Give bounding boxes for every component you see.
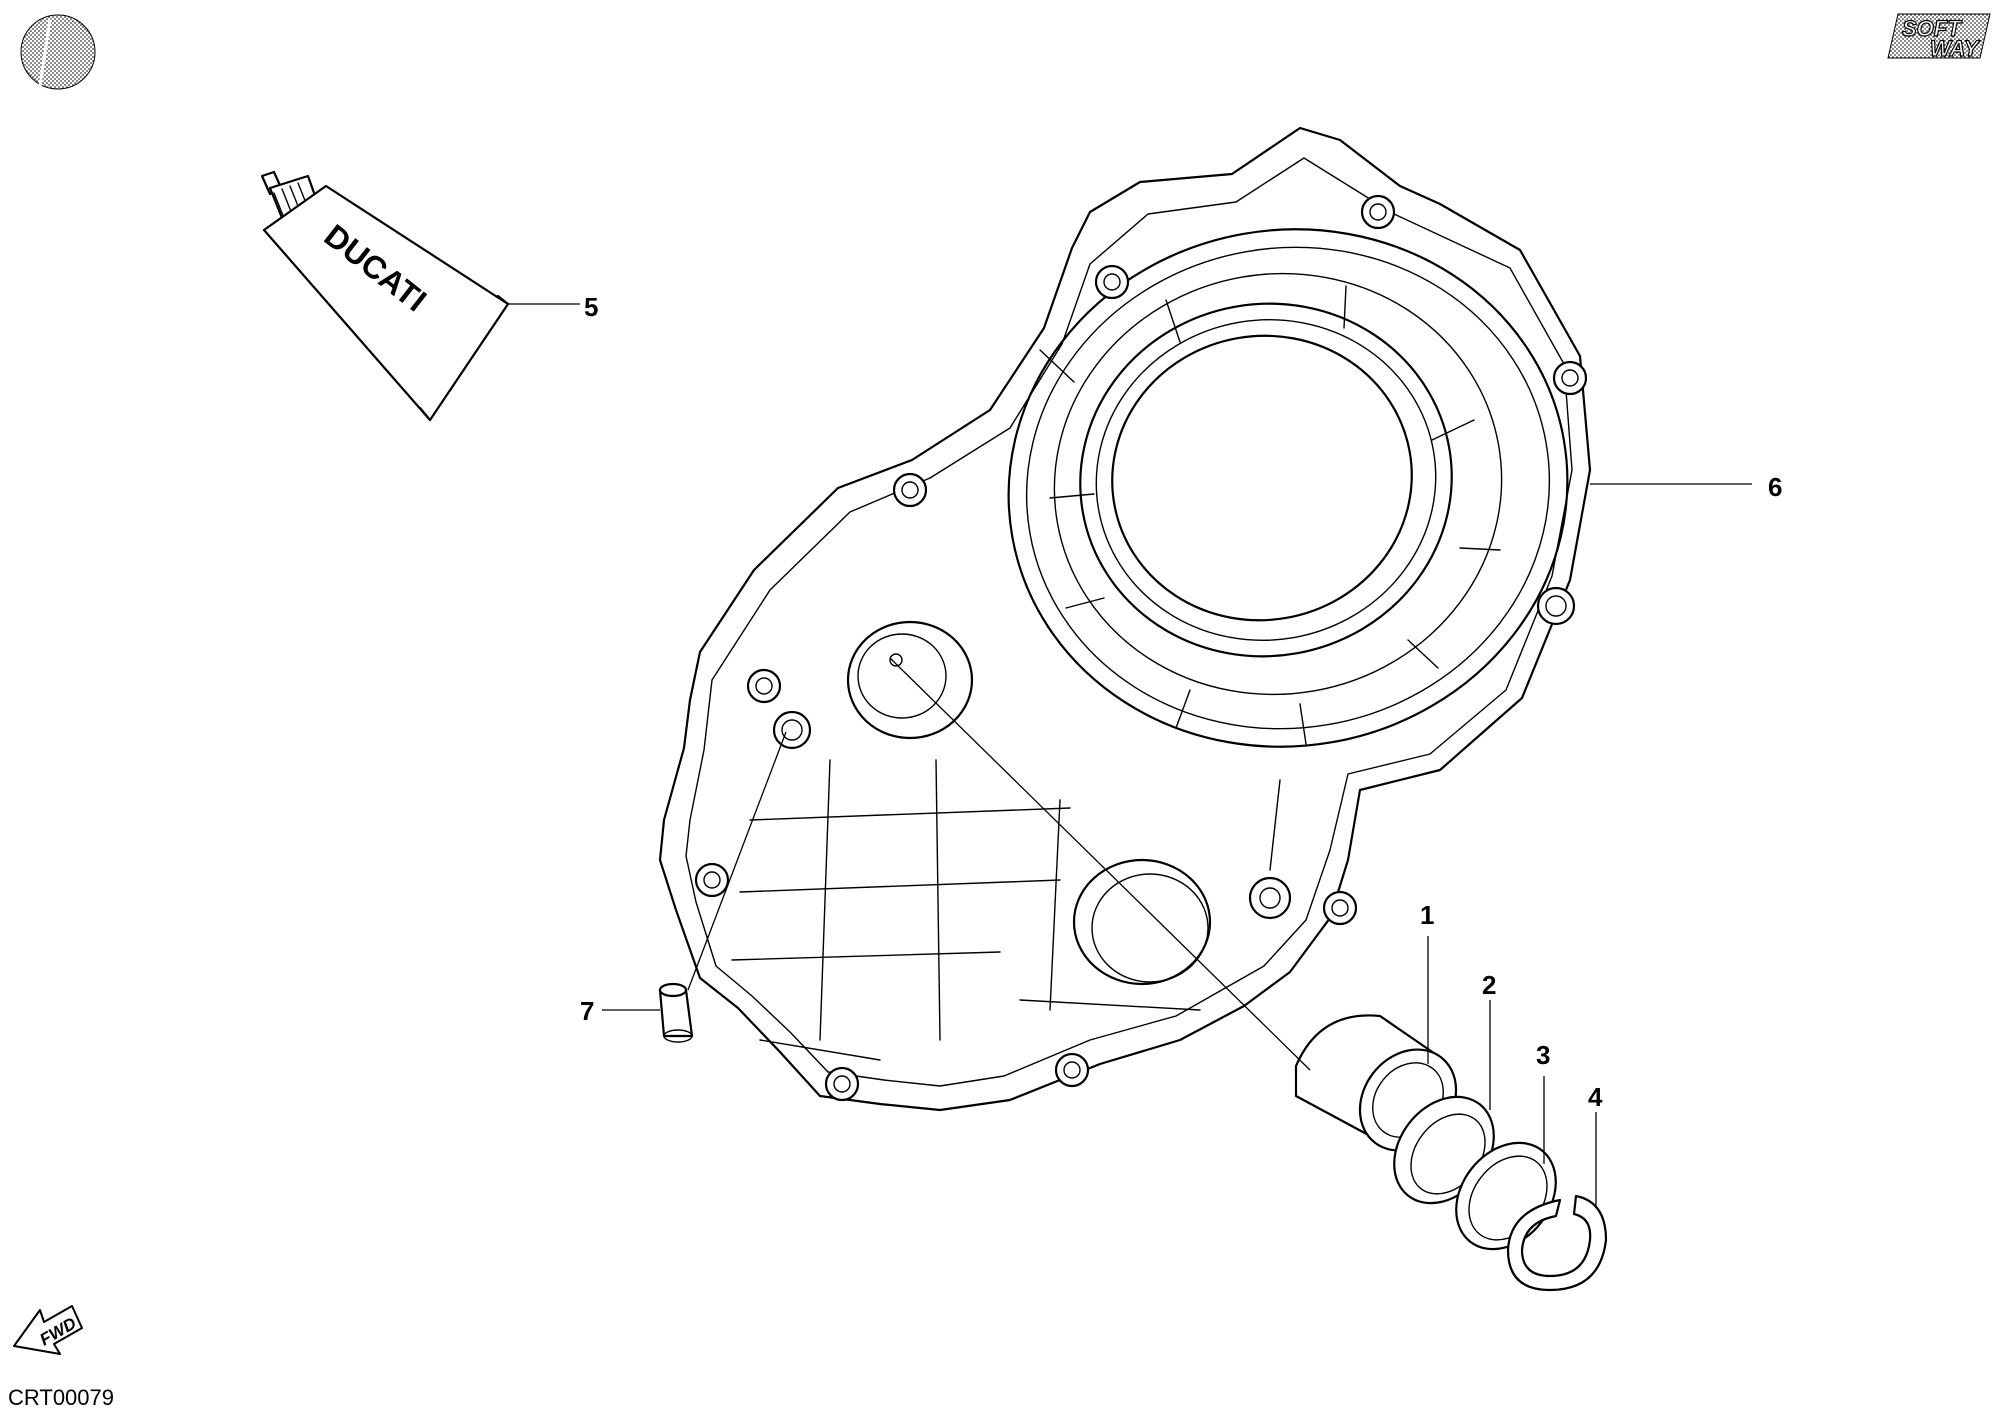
- part-6-clutch-cover: [658, 126, 1592, 1112]
- callout-2: 2: [1482, 970, 1496, 1000]
- part-5-sealant-tube: DUCATI: [260, 170, 510, 422]
- catalog-emblem-icon: [20, 14, 96, 90]
- softway-logo: SOFT WAY: [1887, 13, 1991, 62]
- part-7-dowel-pin: [658, 982, 694, 1043]
- callout-5: 5: [584, 292, 598, 322]
- leader-lines: [508, 303, 1752, 1208]
- callout-labels: 5 6 7 1 2 3 4: [580, 292, 1782, 1112]
- callout-7: 7: [580, 996, 594, 1026]
- part-4-circlip: [1506, 1194, 1608, 1292]
- callout-4: 4: [1588, 1082, 1603, 1112]
- callout-1: 1: [1420, 900, 1434, 930]
- callout-3: 3: [1536, 1040, 1550, 1070]
- callout-6: 6: [1768, 472, 1782, 502]
- logo-line-2: WAY: [1930, 36, 1981, 61]
- forward-arrow-icon: FWD: [13, 1305, 83, 1355]
- logo-line-1: SOFT: [1902, 16, 1962, 41]
- bolt-bosses: [694, 194, 1588, 1102]
- diagram-code: CRT00079: [8, 1385, 114, 1410]
